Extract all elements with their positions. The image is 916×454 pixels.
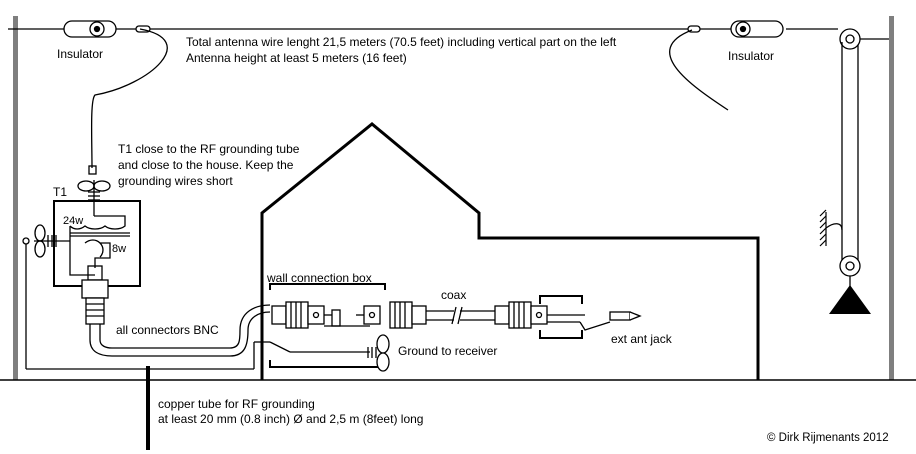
wall-box-label: wall connection box xyxy=(266,271,372,285)
right-pole xyxy=(889,16,894,380)
receiver-box-bracket xyxy=(539,295,583,339)
right-wire-tail xyxy=(669,29,729,111)
winding-secondary-label: 8w xyxy=(112,243,126,255)
t1-label: T1 xyxy=(53,185,67,199)
coax-label: coax xyxy=(441,288,466,302)
ext-ant-jack-label: ext ant jack xyxy=(611,332,673,346)
t1-note-line1: T1 close to the RF grounding tube xyxy=(118,142,300,156)
insulator-left-label: Insulator xyxy=(57,47,103,61)
left-pole xyxy=(13,16,18,380)
antenna-note-line2: Antenna height at least 5 meters (16 fee… xyxy=(186,51,407,65)
house-outline xyxy=(260,122,760,380)
coax-t1-to-wall xyxy=(89,311,271,357)
antenna-note-line1: Total antenna wire lenght 21,5 meters (7… xyxy=(186,35,617,49)
left-feed-wire xyxy=(90,28,168,169)
coax-t1-to-wall-outer xyxy=(99,304,271,349)
receiver-bnc-connectors-icon xyxy=(494,301,642,331)
insulator-right-label: Insulator xyxy=(728,49,774,63)
counterweight-icon xyxy=(829,285,871,314)
insulator-left-icon xyxy=(62,20,151,38)
ground-wingnut-icon xyxy=(367,334,390,372)
ground-to-receiver-wire xyxy=(254,341,370,353)
ground-to-receiver-label: Ground to receiver xyxy=(398,344,497,358)
tube-note-line1: copper tube for RF grounding xyxy=(158,397,315,411)
t1-note-line2: and close to the house. Keep the xyxy=(118,158,294,172)
winding-primary-label: 24w xyxy=(63,215,83,227)
tube-note-line2: at least 20 mm (0.8 inch) Ø and 2,5 m (8… xyxy=(158,412,423,426)
pulley-top-icon xyxy=(839,28,889,50)
coax-to-receiver xyxy=(426,306,495,325)
connectors-label: all connectors BNC xyxy=(116,323,219,337)
wall-bnc-connectors-icon xyxy=(271,301,427,329)
t1-bnc-connector-icon xyxy=(81,279,109,325)
ground-wire-t1 xyxy=(22,237,255,370)
t1-note-line3: grounding wires short xyxy=(118,174,233,188)
pulley-bottom-icon xyxy=(839,255,861,287)
copyright-label: © Dirk Rijmenants 2012 xyxy=(767,432,889,444)
wall-hook-icon xyxy=(819,209,843,247)
